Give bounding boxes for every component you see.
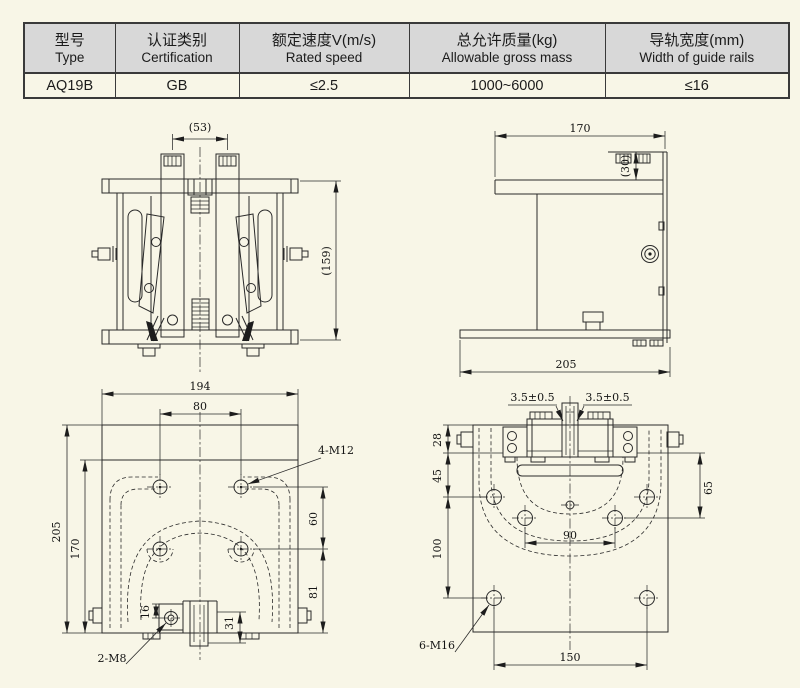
- dim-60: 60: [307, 512, 320, 526]
- dim-150: 150: [560, 651, 581, 664]
- m16-holes: [481, 484, 660, 611]
- value-type: AQ19B: [23, 72, 116, 99]
- spec-table-value-row: AQ19B GB ≤2.5 1000~6000 ≤16: [23, 72, 790, 99]
- plan-view: 194 80 205 170 60 81 16 31 4-M12 2-M8: [50, 380, 354, 665]
- label-6-m16: 6-M16: [419, 639, 455, 652]
- dim-gap-left: 3.5±0.5: [510, 391, 554, 404]
- dim-28: 28: [431, 433, 444, 447]
- dim-170: 170: [570, 122, 591, 135]
- dim-65: 65: [702, 481, 715, 495]
- label-4-m12: 4-M12: [318, 444, 354, 457]
- dim-194: 194: [190, 380, 211, 393]
- dim-81: 81: [307, 585, 320, 599]
- value-gross-mass: 1000~6000: [408, 72, 606, 99]
- col-gross-mass: 总允许质量(kg)Allowable gross mass: [408, 22, 606, 74]
- dim-gap-right: 3.5±0.5: [585, 391, 629, 404]
- dim-30: (30): [619, 155, 632, 178]
- dim-16: 16: [139, 605, 152, 619]
- col-rated-speed: 额定速度V(m/s)Rated speed: [238, 22, 410, 74]
- value-certification: GB: [114, 72, 240, 99]
- dim-53: (53): [189, 121, 212, 134]
- value-rail-width: ≤16: [604, 72, 790, 99]
- side-view: 170 (30) 205: [459, 122, 671, 377]
- dim-90: 90: [563, 529, 577, 542]
- col-rail-width: 导轨宽度(mm)Width of guide rails: [604, 22, 790, 74]
- front-view: (53) (159): [91, 121, 341, 372]
- dim-170-plan: 170: [69, 539, 82, 560]
- m12-holes: [147, 474, 254, 562]
- label-2-m8: 2-M8: [98, 652, 127, 665]
- dim-205-plan: 205: [50, 522, 63, 543]
- value-rated-speed: ≤2.5: [238, 72, 410, 99]
- dim-31: 31: [223, 616, 236, 630]
- dim-100: 100: [431, 539, 444, 560]
- dim-205-side: 205: [556, 358, 577, 371]
- dim-159: (159): [320, 246, 333, 276]
- base-view: 3.5±0.5 3.5±0.5 28 45 100 65 90 150 6-M1…: [419, 391, 715, 670]
- dim-80: 80: [193, 400, 207, 413]
- dim-45: 45: [431, 469, 444, 483]
